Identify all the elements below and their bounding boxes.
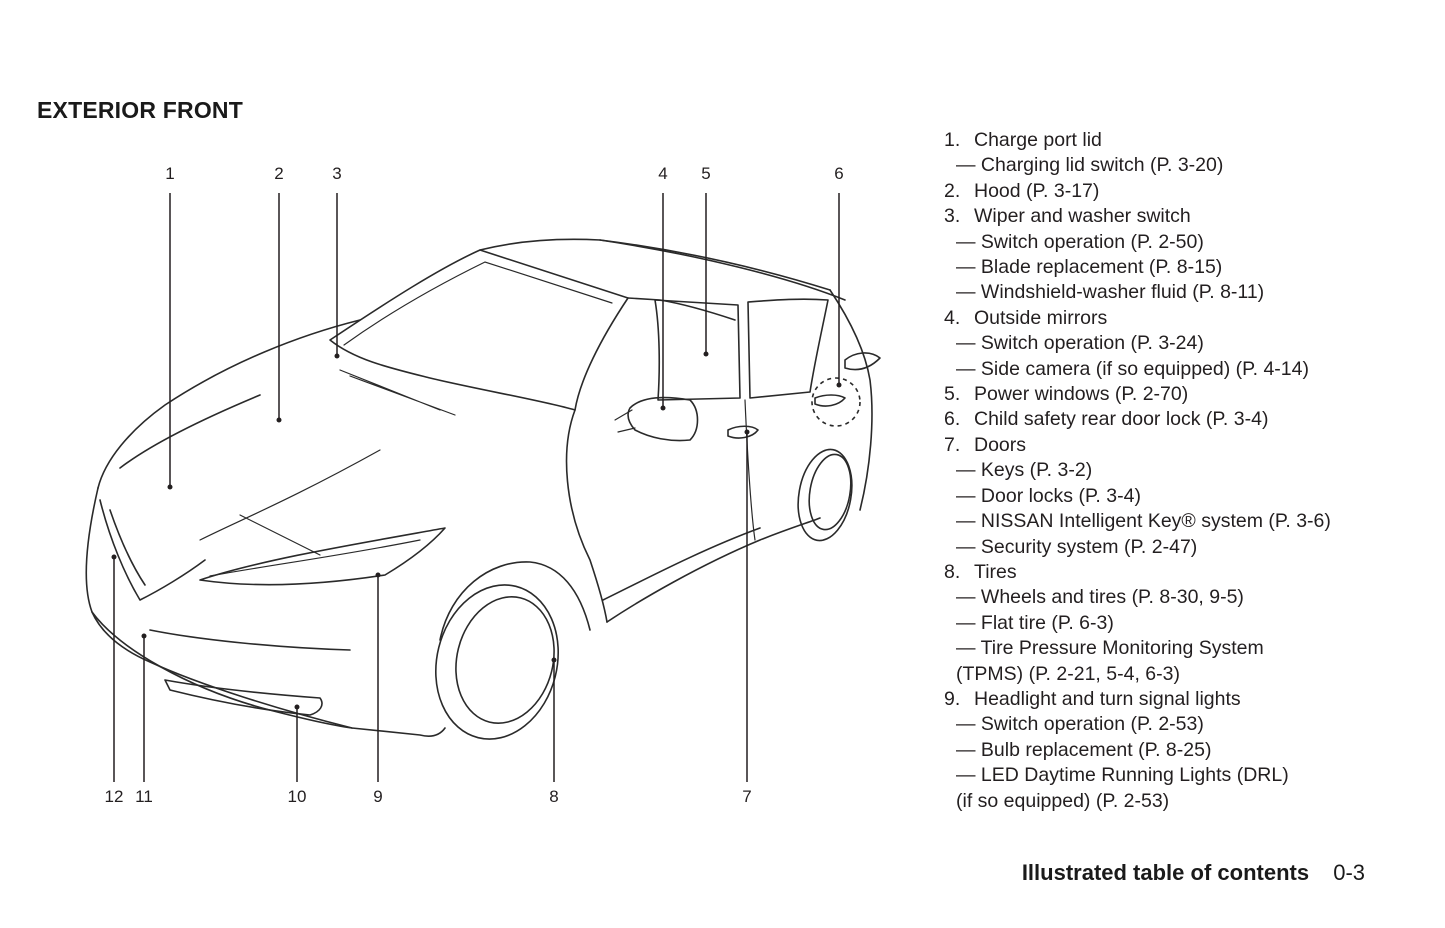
bottom-callouts: 12 11 10 9 8 7 (105, 429, 752, 806)
legend-subitem: — Blade replacement (P. 8-15) (956, 256, 1223, 279)
callout-8-number: 8 (549, 787, 558, 806)
legend-subitem: — Switch operation (P. 2-50) (956, 230, 1204, 253)
legend-item-number: 3. (944, 205, 961, 228)
legend-subitem: — Side camera (if so equipped) (P. 4-14) (956, 357, 1309, 380)
legend-item-label: Doors (974, 433, 1027, 456)
legend-item-label: Power windows (P. 2-70) (974, 383, 1189, 406)
legend-item-number: 2. (944, 179, 961, 202)
legend-subitem: — Switch operation (P. 2-53) (956, 713, 1204, 736)
legend-subitem: — Keys (P. 3-2) (956, 459, 1093, 482)
legend-item-number: 4. (944, 306, 961, 329)
callout-2-number: 2 (274, 164, 283, 183)
top-callouts: 1 2 3 4 5 6 (165, 164, 844, 490)
legend-subitem: — Bulb replacement (P. 8-25) (956, 738, 1212, 761)
callout-3-number: 3 (332, 164, 341, 183)
callout-6-number: 6 (834, 164, 843, 183)
legend-subitem: — Wheels and tires (P. 8-30, 9-5) (956, 586, 1244, 609)
legend-item-number: 8. (944, 560, 961, 583)
legend-subitem: — Windshield-washer fluid (P. 8-11) (956, 281, 1265, 304)
callout-5-number: 5 (701, 164, 710, 183)
legend-item: 2. Hood (P. 3-17) (944, 179, 1414, 204)
legend-subitem: — NISSAN Intelligent Key® system (P. 3-6… (956, 510, 1331, 533)
legend-subitem: — Switch operation (P. 3-24) (956, 332, 1204, 355)
page-footer: Illustrated table of contents 0-3 (1022, 860, 1365, 886)
page-number: 0-3 (1333, 860, 1365, 885)
legend-subitem: — Tire Pressure Monitoring System (956, 637, 1264, 660)
legend-item: 8. Tires (944, 560, 1414, 585)
footer-title: Illustrated table of contents (1021, 860, 1310, 885)
legend-subitem: — LED Daytime Running Lights (DRL) (956, 764, 1289, 787)
legend-item-number: 7. (944, 433, 961, 456)
callout-11-number: 11 (135, 787, 153, 806)
legend-list: 1. Charge port lid — Charging lid switch (… (944, 128, 1414, 814)
legend-item: 6. Child safety rear door lock (P. 3-4) (944, 407, 1414, 432)
legend-item: 3. Wiper and washer switch (944, 204, 1414, 229)
legend-item-number: 5. (944, 383, 961, 406)
legend-subitem: — Charging lid switch (P. 3-20) (956, 154, 1224, 177)
legend-item-number: 6. (944, 408, 961, 431)
callout-4-number: 4 (658, 164, 667, 183)
legend-subitem: — Flat tire (P. 6-3) (956, 611, 1114, 634)
callout-7-number: 7 (742, 787, 751, 806)
legend-subitem: — Door locks (P. 3-4) (956, 484, 1141, 507)
legend-item-label: Tires (974, 560, 1017, 583)
car-illustration (85, 238, 881, 740)
legend-item: 1. Charge port lid (944, 128, 1414, 153)
callout-12-number: 12 (105, 787, 124, 806)
legend-subitem: — Security system (P. 2-47) (956, 535, 1198, 558)
legend-item: 7. Doors (944, 433, 1414, 458)
legend-item-number: 1. (944, 129, 961, 151)
callout-10-number: 10 (288, 787, 307, 806)
vehicle-exterior-front-diagram: 1 2 3 4 5 6 12 11 10 9 8 7 (85, 164, 881, 806)
legend-item: 4. Outside mirrors (944, 306, 1414, 331)
section-title: EXTERIOR FRONT (37, 97, 243, 123)
callout-9-number: 9 (373, 787, 382, 806)
legend-item-label: Outside mirrors (974, 306, 1108, 329)
legend-item-label: Wiper and washer switch (974, 205, 1191, 228)
legend-item-label: Hood (P. 3-17) (974, 179, 1100, 202)
legend-item-label: Child safety rear door lock (P. 3-4) (974, 408, 1269, 431)
legend-item-number: 9. (944, 687, 961, 710)
legend-item-label: Headlight and turn signal lights (974, 687, 1241, 710)
legend-subitem-continuation: (if so equipped) (P. 2-53) (956, 789, 1170, 812)
callout-1-number: 1 (165, 164, 174, 183)
legend-item-label: Charge port lid (974, 129, 1102, 151)
legend-item: 5. Power windows (P. 2-70) (944, 382, 1414, 407)
legend-item: 9. Headlight and turn signal lights (944, 687, 1414, 712)
legend-subitem-continuation: (TPMS) (P. 2-21, 5-4, 6-3) (956, 662, 1180, 685)
